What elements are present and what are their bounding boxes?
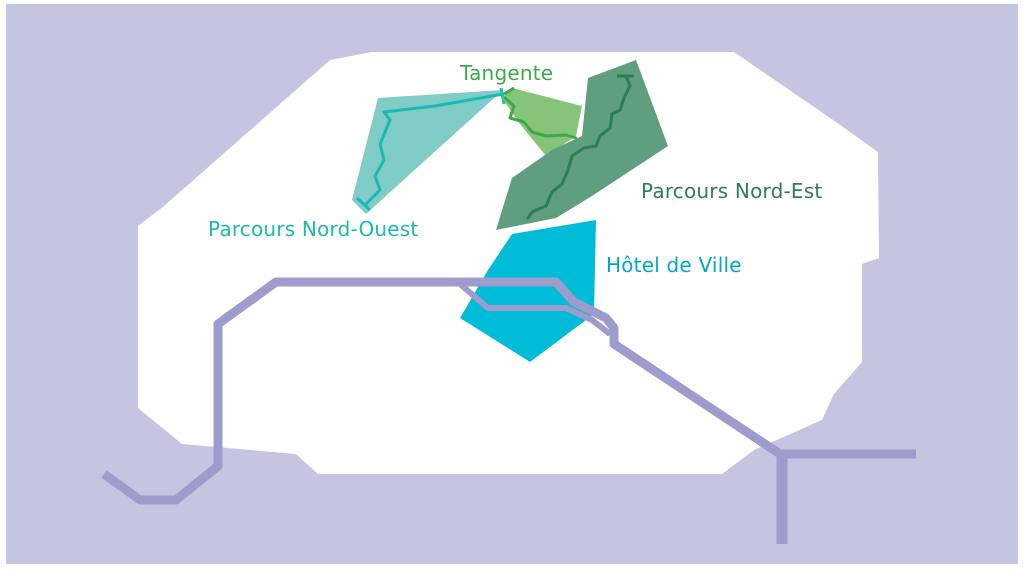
route-parcours-nord-ouest	[364, 92, 505, 206]
zone-hotel-de-ville[interactable]	[460, 220, 596, 362]
route-end-marker-nord-ouest-top	[499, 87, 506, 105]
river-seine-arm	[458, 281, 612, 337]
label-parcours-nord-est: Parcours Nord-Est	[641, 179, 822, 203]
zone-parcours-nord-est[interactable]	[496, 60, 668, 230]
route-tangente	[503, 96, 578, 140]
label-tangente: Tangente	[459, 61, 553, 85]
label-hotel-de-ville: Hôtel de Ville	[606, 253, 742, 277]
route-parcours-nord-est	[526, 74, 632, 220]
label-parcours-nord-ouest: Parcours Nord-Ouest	[208, 217, 418, 241]
route-end-marker-tangente	[503, 86, 515, 96]
zone-tangente[interactable]	[502, 88, 582, 156]
route-end-marker-nord-ouest	[355, 196, 372, 212]
river-seine	[101, 277, 916, 505]
